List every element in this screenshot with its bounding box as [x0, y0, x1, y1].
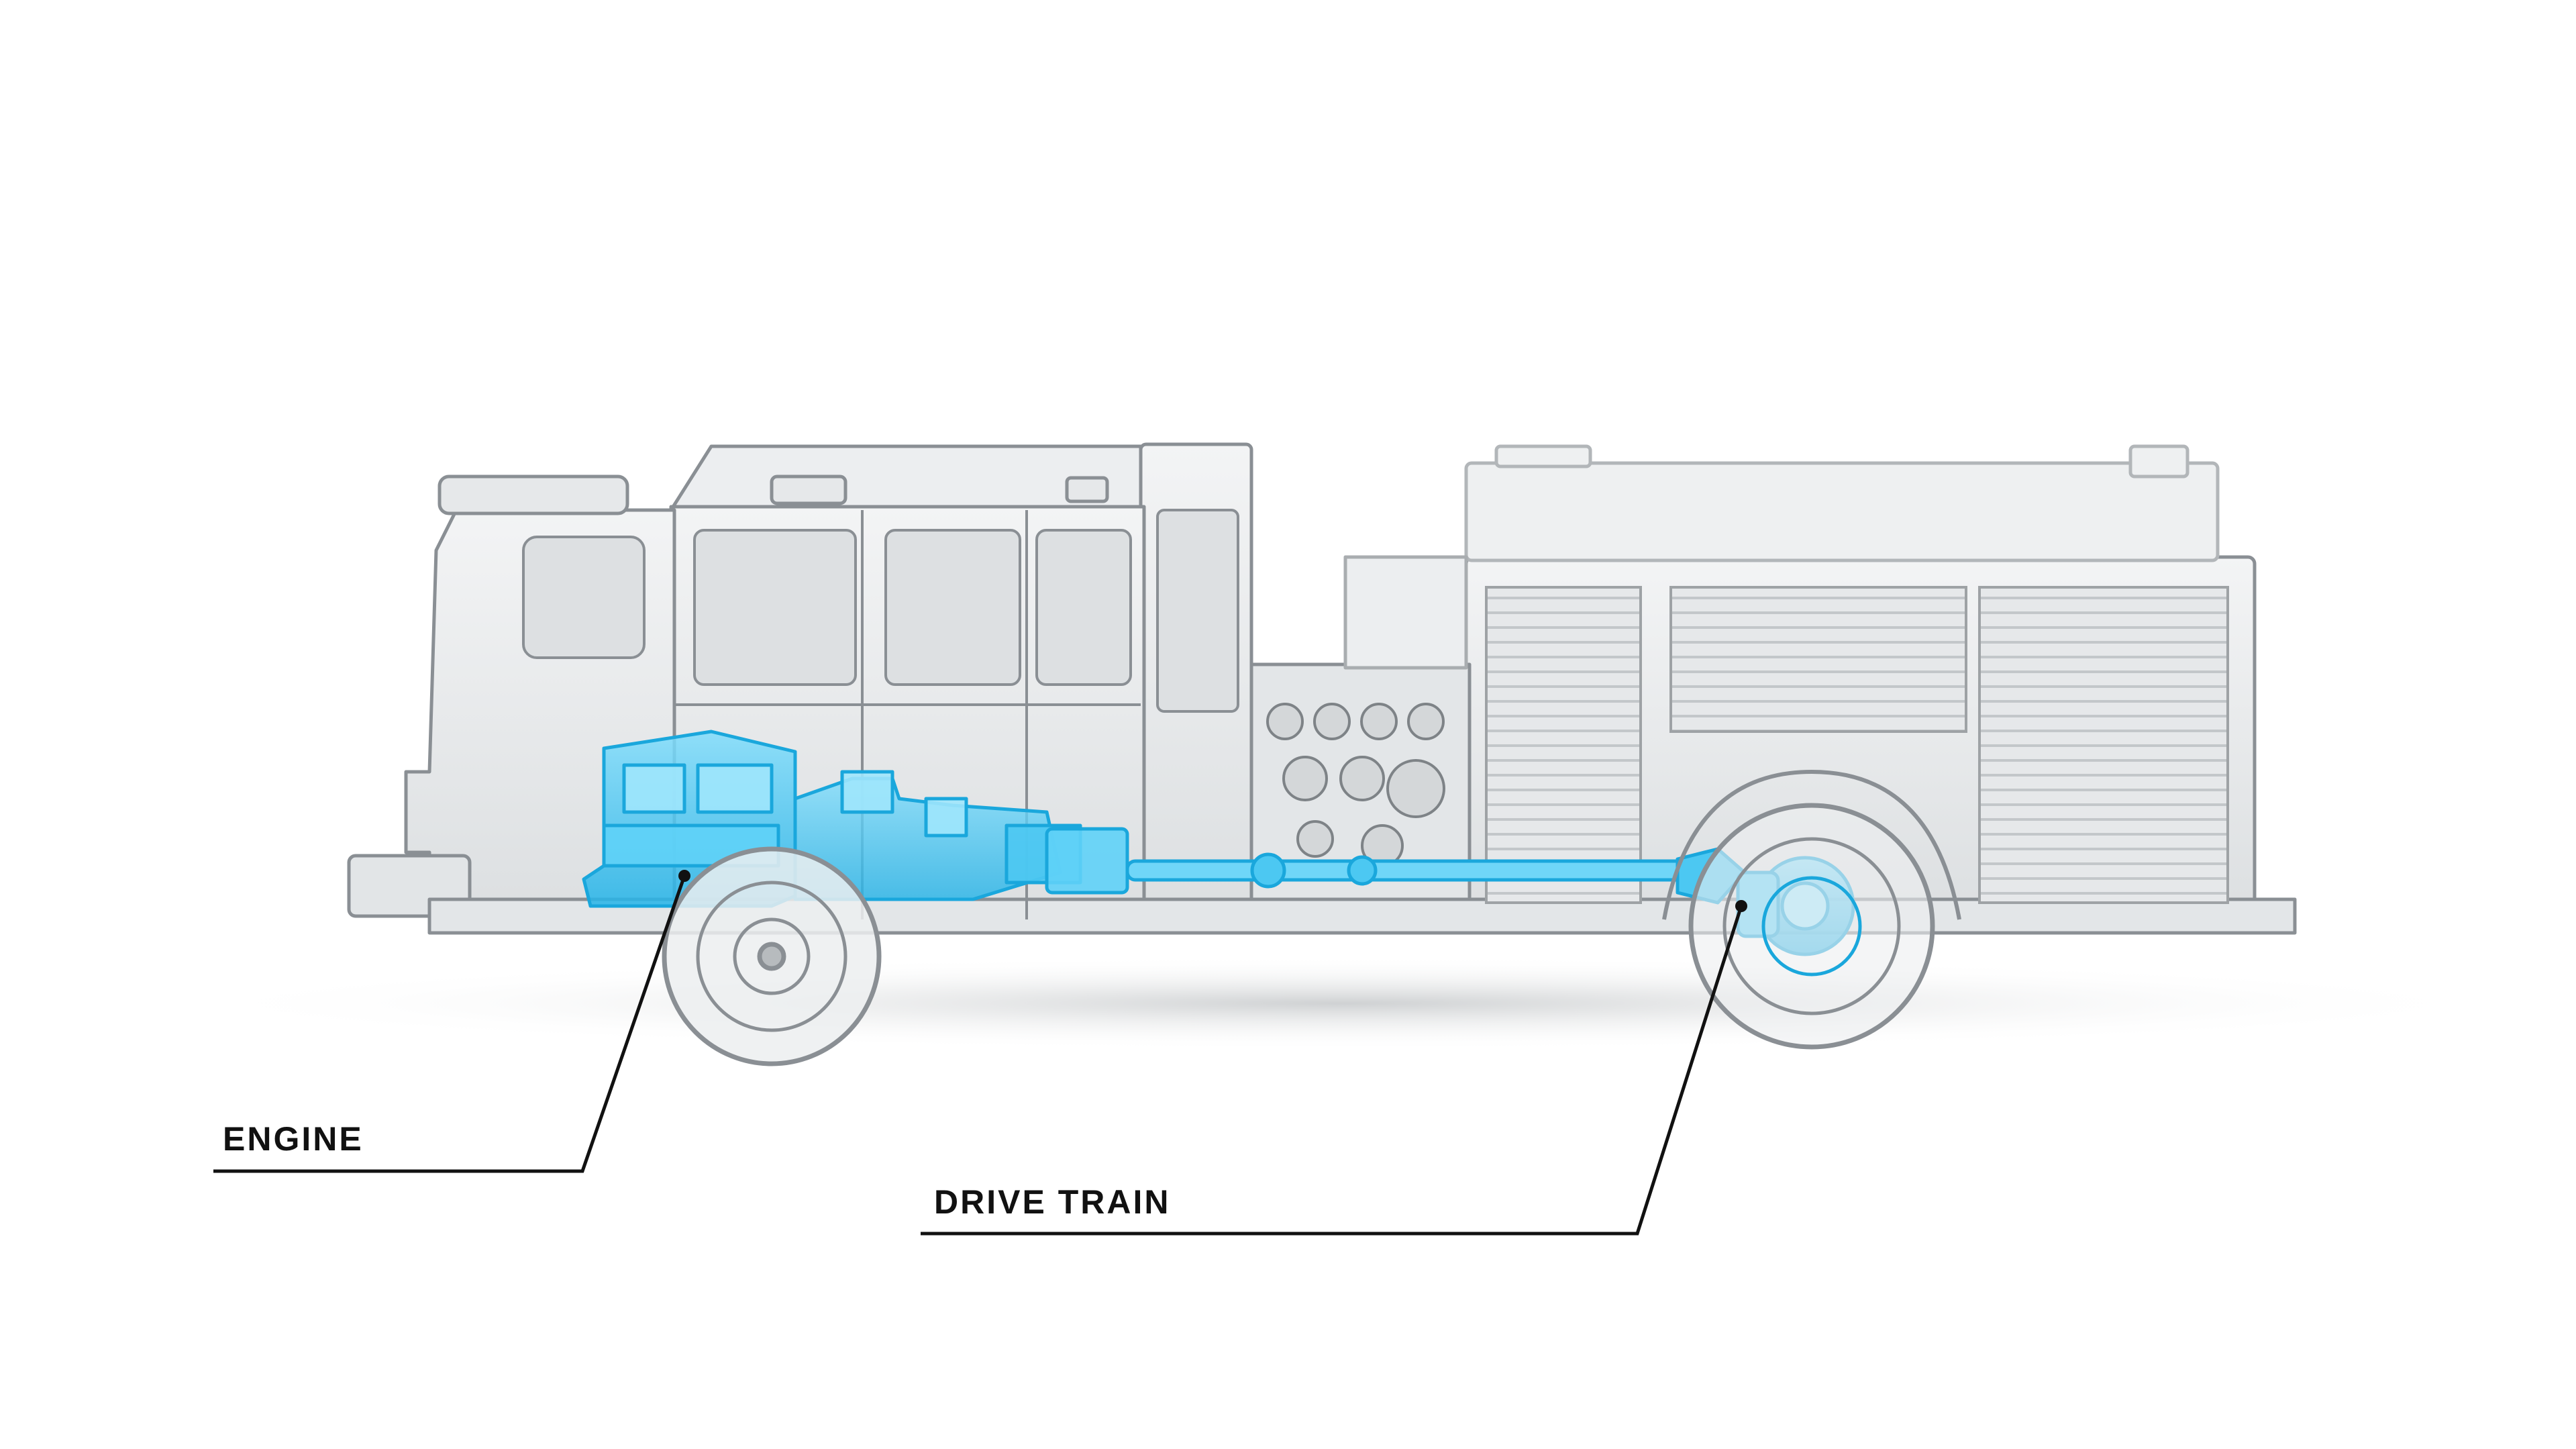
callout-lines — [213, 875, 1743, 1236]
drive-train-callout-dot — [1735, 900, 1747, 912]
pump-gauges — [1266, 703, 1445, 867]
engine-label: ENGINE — [223, 1120, 364, 1158]
compartment-doors — [1485, 586, 2229, 904]
hose-bed — [1464, 461, 2220, 562]
ground-shadow — [168, 956, 2516, 1050]
engine-callout-dot — [678, 870, 690, 882]
engine-callout-line — [213, 875, 686, 1173]
rear-wheel-arch — [1662, 769, 1961, 920]
drivetrain-highlight — [582, 730, 1855, 956]
drive-train-label: DRIVE TRAIN — [934, 1183, 1171, 1221]
pump-gearbox — [1045, 827, 1129, 895]
rear-wheel — [1688, 803, 1935, 1050]
cab-windows — [522, 509, 1239, 919]
drive-train-callout-line — [921, 905, 1743, 1236]
front-wheel — [662, 846, 882, 1066]
driveshaft — [1125, 859, 1686, 882]
